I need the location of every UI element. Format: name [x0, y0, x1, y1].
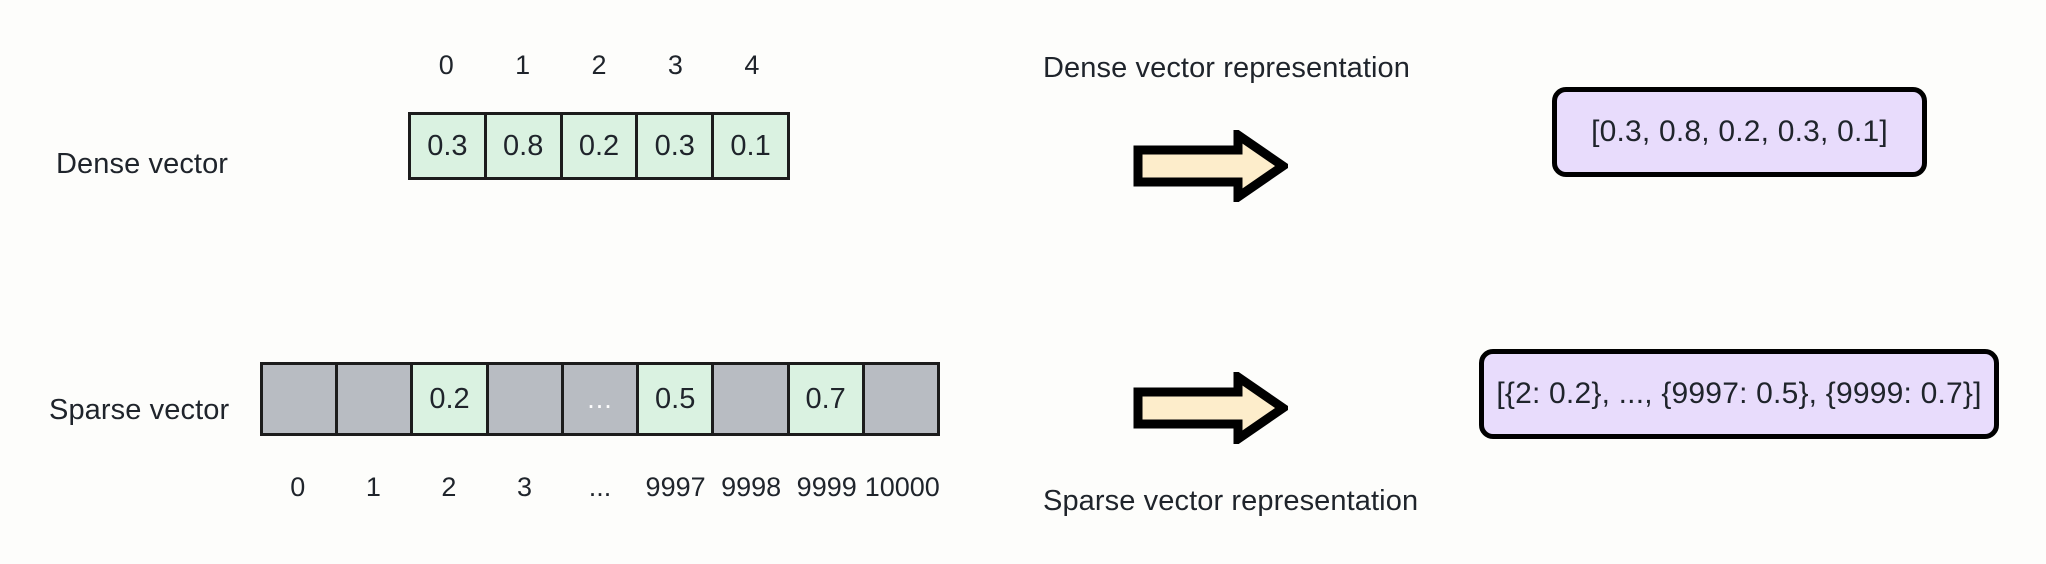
sparse-vector-row-label: Sparse vector: [49, 394, 230, 426]
sparse-vector-index-4: ...: [588, 472, 612, 502]
sparse-vector-cell-2: 0.2: [413, 365, 489, 433]
dense-index-labels: 0 1 2 3 4: [408, 52, 790, 79]
sparse-vector-cell-8: [864, 365, 937, 433]
sparse-vector-index-8: 10000: [864, 472, 940, 502]
sparse-flow-arrow-icon: [1133, 372, 1288, 444]
dense-vector-index-4: 4: [744, 50, 760, 80]
sparse-vector-index-5: 9997: [645, 472, 706, 502]
sparse-vector-index-6: 9998: [721, 472, 782, 502]
sparse-vector-cell-7: 0.7: [789, 365, 865, 433]
dense-vector-cell-3: 0.3: [638, 115, 715, 177]
sparse-vector-index-1: 1: [365, 472, 381, 502]
dense-vector-index-3: 3: [667, 50, 683, 80]
sparse-vector-cell-5: 0.5: [639, 365, 715, 433]
dense-vector-index-1: 1: [515, 50, 531, 80]
sparse-vector-index-2: 2: [441, 472, 457, 502]
sparse-vector-index-0: 0: [290, 472, 306, 502]
dense-vector-cell-2: 0.2: [562, 115, 639, 177]
dense-vector-row-label: Dense vector: [56, 148, 229, 180]
dense-caption: Dense vector representation: [1043, 52, 1411, 84]
dense-vector-cell-4: 0.1: [714, 115, 787, 177]
dense-flow-arrow-icon: [1133, 130, 1288, 202]
sparse-caption: Sparse vector representation: [1043, 485, 1419, 517]
sparse-vector-index-3: 3: [516, 472, 532, 502]
sparse-vector-grid: 0.2...0.5 0.7: [260, 362, 940, 436]
dense-vector-cell-0: 0.3: [411, 115, 487, 177]
sparse-vector-cell-1: [338, 365, 414, 433]
sparse-vector-index-7: 9999: [796, 472, 857, 502]
sparse-result-box: [{2: 0.2}, ..., {9997: 0.5}, {9999: 0.7}…: [1479, 349, 1999, 439]
dense-vector-cell-1: 0.8: [486, 115, 563, 177]
sparse-vector-cell-6: [714, 365, 790, 433]
sparse-vector-cell-3: [488, 365, 564, 433]
sparse-vector-cell-0: [263, 365, 339, 433]
dense-vector-index-2: 2: [591, 50, 607, 80]
dense-result-box: [0.3, 0.8, 0.2, 0.3, 0.1]: [1552, 87, 1927, 177]
dense-vector-index-0: 0: [438, 50, 454, 80]
sparse-vector-cell-4: ...: [563, 365, 640, 433]
